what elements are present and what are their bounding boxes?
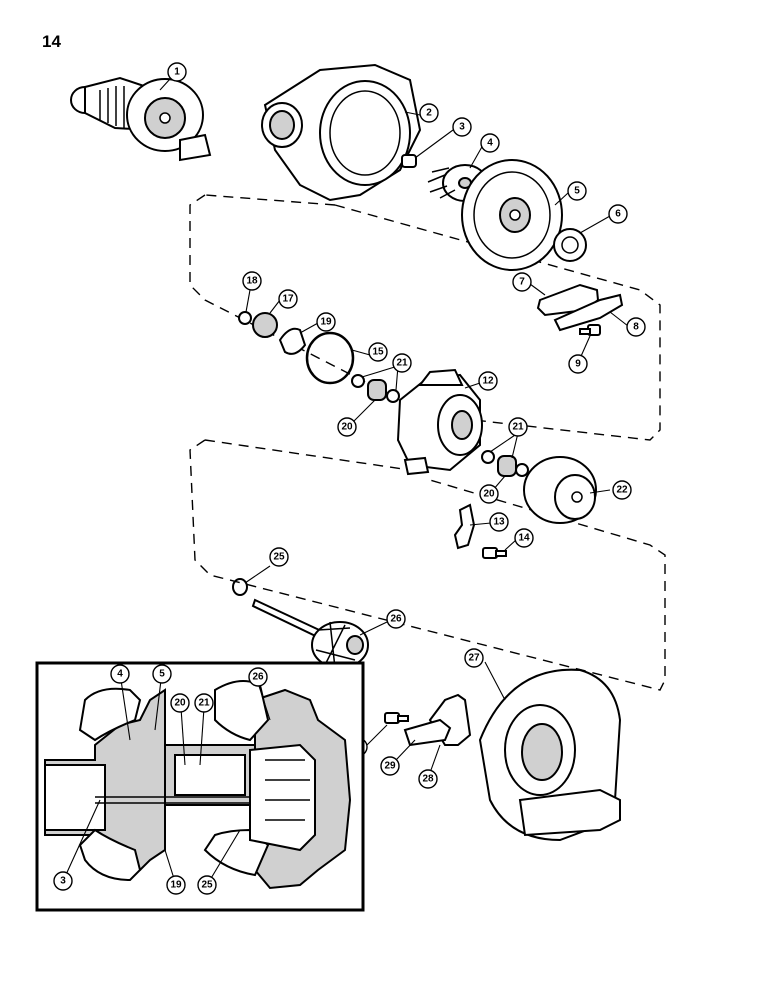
svg-text:19: 19 [320, 317, 332, 328]
svg-text:3: 3 [459, 122, 465, 133]
svg-text:22: 22 [616, 485, 628, 496]
washer-18 [238, 311, 252, 325]
svg-text:4: 4 [487, 138, 493, 149]
callout-27: 27 [464, 648, 484, 668]
callout-8: 8 [626, 317, 646, 337]
svg-text:21: 21 [198, 698, 210, 709]
callout-22: 22 [612, 480, 632, 500]
inset-callout-3: 3 [53, 871, 73, 891]
callout-5: 5 [567, 181, 587, 201]
center-housing [396, 368, 483, 476]
svg-text:4: 4 [117, 669, 123, 680]
svg-text:18: 18 [246, 276, 258, 287]
svg-text:29: 29 [384, 761, 396, 772]
inset-callout-26: 26 [248, 667, 268, 687]
svg-text:27: 27 [468, 653, 480, 664]
svg-text:21: 21 [512, 422, 524, 433]
callout-6: 6 [608, 204, 628, 224]
svg-text:26: 26 [252, 672, 264, 683]
ring-21-upper [351, 374, 365, 388]
svg-text:13: 13 [493, 517, 505, 528]
svg-text:1: 1 [174, 67, 180, 78]
compressor-housing [261, 63, 422, 202]
bolt-9-lower [384, 712, 409, 724]
ring-21-lower-a [481, 450, 495, 464]
svg-text:3: 3 [60, 876, 66, 887]
thrust-collar-17 [252, 312, 278, 338]
bolt-14 [482, 547, 507, 559]
page-number: 14 [42, 32, 61, 51]
callout-18: 18 [242, 271, 262, 291]
backplate [461, 159, 563, 271]
callout-21: 21 [392, 353, 412, 373]
o-ring-15 [305, 331, 355, 385]
callout-17: 17 [278, 289, 298, 309]
callout-28: 28 [418, 769, 438, 789]
callout-20-lower: 20 [479, 484, 499, 504]
svg-text:20: 20 [483, 489, 495, 500]
callout-3: 3 [452, 117, 472, 137]
inset-callout-21: 21 [194, 693, 214, 713]
turbocharger-assembly [70, 76, 212, 162]
clamp-plate-29 [403, 718, 452, 747]
svg-text:7: 7 [519, 277, 525, 288]
bolt-9-upper [579, 324, 601, 336]
svg-text:5: 5 [159, 669, 165, 680]
bearing-20-lower [497, 455, 517, 477]
inset-callout-20: 20 [170, 693, 190, 713]
svg-text:2: 2 [426, 108, 432, 119]
svg-text:25: 25 [273, 552, 285, 563]
callout-2: 2 [419, 103, 439, 123]
callout-1: 1 [167, 62, 187, 82]
thrust-bearing-19 [278, 327, 307, 355]
ring-21-lower-b [515, 463, 529, 477]
heat-shield [523, 456, 597, 524]
svg-text:21: 21 [396, 358, 408, 369]
lock-plate-13 [453, 503, 476, 550]
callout-12: 12 [478, 371, 498, 391]
callout-26: 26 [386, 609, 406, 629]
callout-9: 9 [568, 354, 588, 374]
callout-21-lower: 21 [508, 417, 528, 437]
svg-text:12: 12 [482, 376, 494, 387]
svg-text:9: 9 [575, 359, 581, 370]
svg-text:14: 14 [518, 533, 530, 544]
callout-15: 15 [368, 342, 388, 362]
snap-ring [553, 228, 587, 262]
callout-29: 29 [380, 756, 400, 776]
svg-text:20: 20 [341, 422, 353, 433]
callout-20: 20 [337, 417, 357, 437]
svg-text:17: 17 [282, 294, 294, 305]
inset-callout-4: 4 [110, 664, 130, 684]
svg-text:20: 20 [174, 698, 186, 709]
ring-21-upper-b [386, 389, 400, 403]
svg-text:15: 15 [372, 347, 384, 358]
callout-19: 19 [316, 312, 336, 332]
svg-text:5: 5 [574, 186, 580, 197]
callout-14: 14 [514, 528, 534, 548]
shaft-nut [401, 154, 417, 168]
svg-text:28: 28 [422, 774, 434, 785]
callout-4: 4 [480, 133, 500, 153]
piston-ring-25 [232, 578, 248, 596]
clamp-plate-8 [553, 293, 624, 332]
bearing-20-upper [367, 379, 387, 401]
group-outline-upper [189, 194, 661, 441]
group-outline-lower [189, 439, 666, 691]
svg-text:6: 6 [615, 209, 621, 220]
turbine-housing [478, 668, 622, 842]
inset-callout-5: 5 [152, 664, 172, 684]
svg-text:25: 25 [201, 880, 213, 891]
svg-text:26: 26 [390, 614, 402, 625]
inset-callout-25: 25 [197, 875, 217, 895]
callout-13: 13 [489, 512, 509, 532]
turbine-wheel-shaft [251, 598, 369, 669]
svg-text:8: 8 [633, 322, 639, 333]
svg-text:19: 19 [170, 880, 182, 891]
inset-callout-19: 19 [166, 875, 186, 895]
callout-25: 25 [269, 547, 289, 567]
callout-7: 7 [512, 272, 532, 292]
